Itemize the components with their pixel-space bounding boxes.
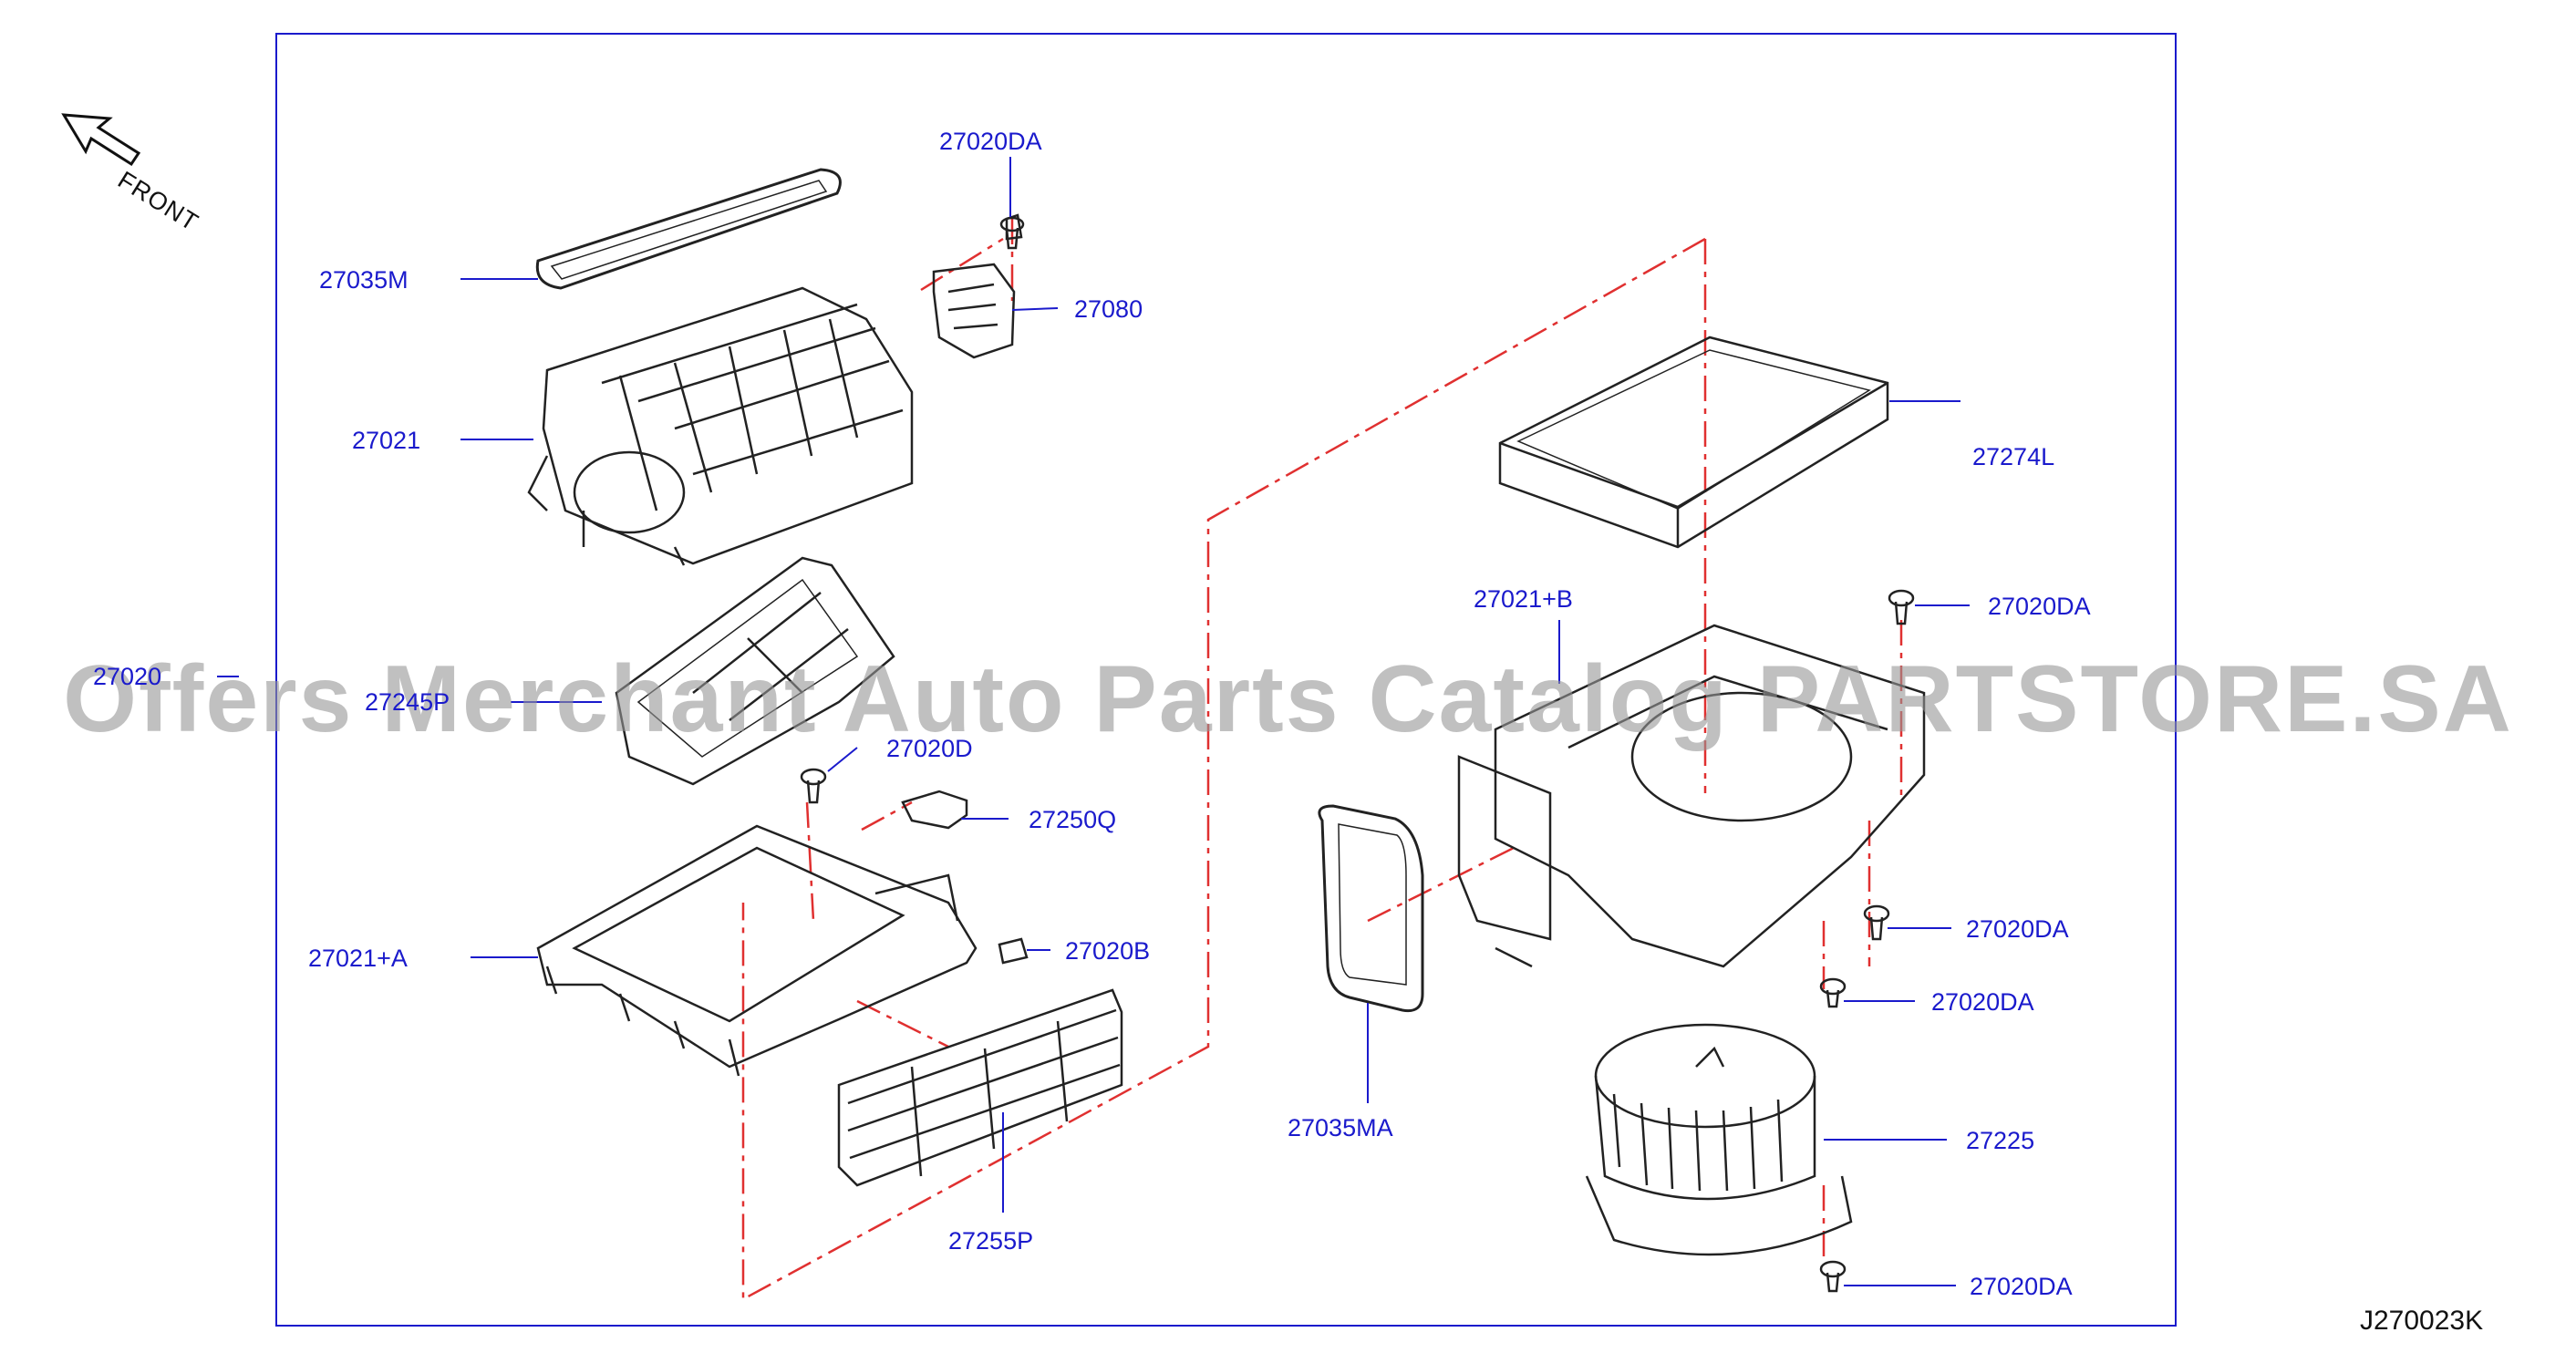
- part-label-27020b[interactable]: 27020B: [1065, 937, 1151, 965]
- part-27035ma-seal: [1318, 804, 1424, 1013]
- part-label-27021a[interactable]: 27021+A: [308, 945, 408, 972]
- part-27274l-filter: [1498, 336, 1889, 549]
- screw-icons: [800, 216, 1915, 1293]
- part-label-27225[interactable]: 27225: [1966, 1127, 2035, 1154]
- part-label-27274l[interactable]: 27274L: [1972, 443, 2055, 470]
- part-label-27020da-r3[interactable]: 27020DA: [1931, 988, 2034, 1016]
- part-label-27035ma[interactable]: 27035MA: [1288, 1114, 1393, 1141]
- part-label-27080[interactable]: 27080: [1074, 295, 1143, 323]
- part-label-27020da-r1[interactable]: 27020DA: [1988, 593, 2091, 620]
- part-27020b-clip: [998, 937, 1029, 965]
- part-label-27255p[interactable]: 27255P: [948, 1227, 1034, 1255]
- watermark: Offers Merchant Auto Parts Catalog PARTS…: [63, 646, 2513, 752]
- part-27250q-clip: [901, 790, 968, 830]
- part-label-27021[interactable]: 27021: [352, 427, 421, 454]
- part-27255p-filter-door: [837, 988, 1123, 1187]
- part-label-27035m[interactable]: 27035M: [319, 266, 409, 294]
- part-label-27020da-top[interactable]: 27020DA: [939, 128, 1042, 155]
- part-27021b-blower-housing: [1457, 624, 1926, 968]
- part-27245p-tray: [615, 556, 895, 786]
- part-label-27020-left[interactable]: 27020: [93, 663, 162, 690]
- part-label-27020da-r2[interactable]: 27020DA: [1966, 915, 2069, 943]
- diagram-frame: [275, 33, 2177, 1327]
- part-label-27020d[interactable]: 27020D: [886, 735, 973, 762]
- part-label-27021b[interactable]: 27021+B: [1474, 585, 1573, 613]
- part-label-27245p[interactable]: 27245P: [365, 688, 450, 716]
- assembly-dash-lines: [741, 219, 1903, 1302]
- leader-lines: [217, 157, 1970, 1286]
- part-27035m-seal: [535, 168, 842, 290]
- part-label-27020da-r4[interactable]: 27020DA: [1970, 1273, 2073, 1300]
- part-27021-upper-case: [527, 286, 914, 566]
- part-27225-blower-motor: [1585, 1023, 1853, 1256]
- diagram-id: J270023K: [2360, 1306, 2484, 1336]
- part-27021a-lower-case: [536, 824, 978, 1077]
- part-label-27250q[interactable]: 27250Q: [1029, 806, 1117, 833]
- front-arrow-icon: [61, 113, 141, 167]
